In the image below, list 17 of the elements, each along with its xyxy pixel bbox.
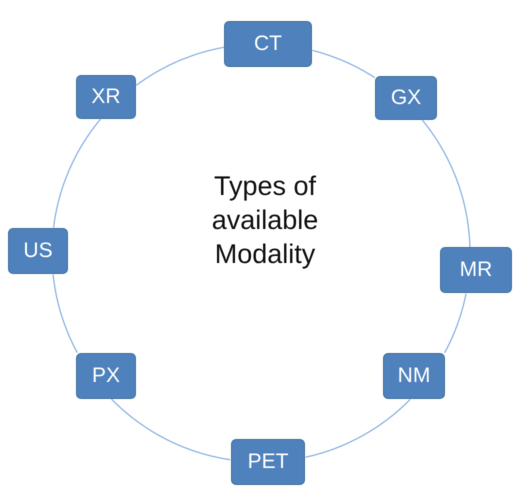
modality-box: PET	[231, 439, 305, 485]
modality-box: XR	[76, 75, 136, 119]
modality-box: PX	[76, 353, 136, 399]
connector-arc	[136, 46, 224, 86]
connector-arc	[305, 398, 411, 458]
center-title: Types of available Modality	[210, 170, 320, 271]
connector-arc	[52, 274, 78, 353]
modality-box: CT	[224, 21, 312, 67]
modality-box: NM	[383, 353, 445, 399]
connector-arc	[52, 118, 101, 228]
modality-box: US	[8, 228, 68, 274]
connector-arc	[444, 293, 467, 354]
connector-arc	[111, 398, 230, 460]
connector-arc	[422, 120, 471, 247]
modality-box: MR	[440, 247, 512, 293]
connector-arc	[312, 50, 376, 78]
modality-box: GX	[375, 76, 437, 120]
